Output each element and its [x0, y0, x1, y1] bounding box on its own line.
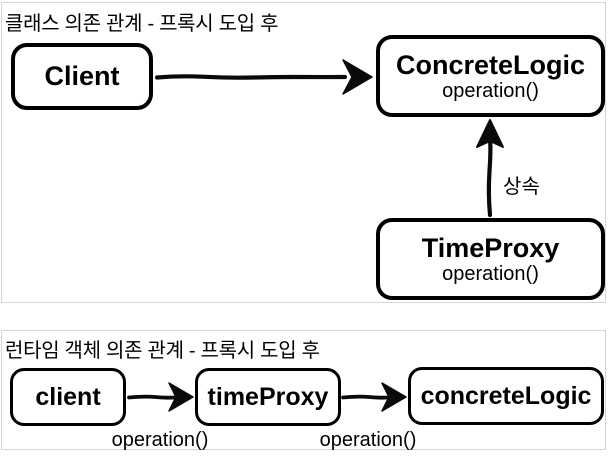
runtime-diagram-title: 런타임 객체 의존 관계 - 프록시 도입 후: [5, 340, 320, 362]
node-time-proxy-object-label: timeProxy: [207, 383, 329, 411]
node-concrete-logic-label: ConcreteLogic: [395, 49, 586, 80]
arrow2-operation-label: operation(): [319, 429, 417, 451]
node-concrete-logic-object-label: concreteLogic: [420, 382, 592, 410]
node-client-label: Client: [44, 61, 120, 92]
node-time-proxy-method: operation(): [442, 262, 539, 285]
arrow1-operation-label: operation(): [111, 429, 209, 451]
class-diagram-title: 클래스 의존 관계 - 프록시 도입 후: [5, 13, 279, 35]
node-concrete-logic-method: operation(): [442, 79, 539, 102]
node-client-object-label: client: [35, 383, 101, 411]
node-client-object: client: [10, 368, 126, 426]
node-concrete-logic: ConcreteLogic operation(): [376, 35, 605, 117]
node-time-proxy-label: TimeProxy: [421, 232, 560, 263]
node-concrete-logic-object: concreteLogic: [408, 367, 604, 425]
node-time-proxy-object: timeProxy: [195, 368, 341, 426]
node-time-proxy: TimeProxy operation(): [376, 218, 605, 300]
node-client: Client: [11, 43, 153, 110]
inheritance-label: 상속: [503, 176, 540, 198]
